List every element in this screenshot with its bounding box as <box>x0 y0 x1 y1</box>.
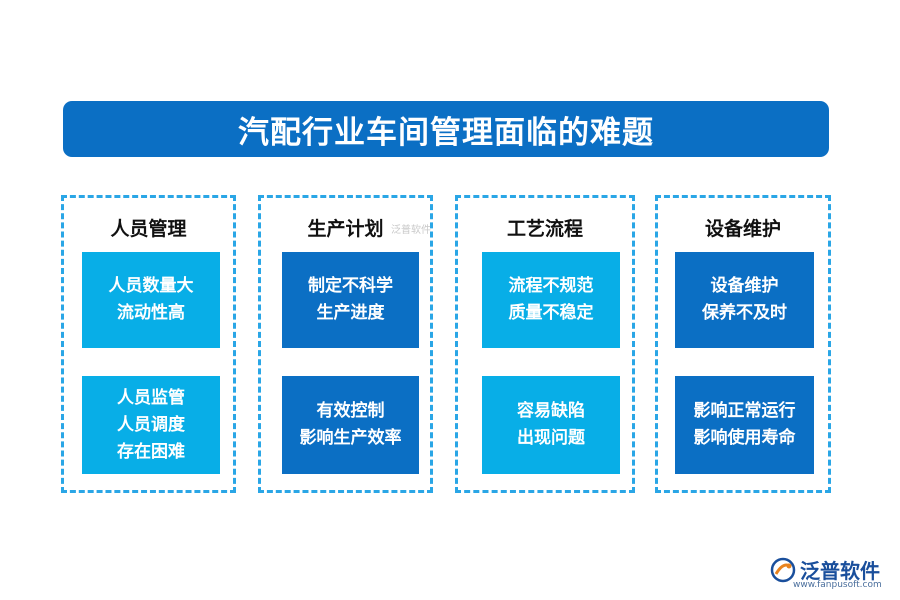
card-line: 出现问题 <box>517 428 585 448</box>
card-line: 流动性高 <box>117 303 185 323</box>
issue-card: 有效控制 影响生产效率 <box>282 376 419 474</box>
card-line: 影响正常运行 <box>693 401 796 421</box>
issue-card: 容易缺陷 出现问题 <box>482 376 620 474</box>
column-process-flow: 工艺流程 流程不规范 质量不稳定 容易缺陷 出现问题 <box>455 195 635 493</box>
card-line: 质量不稳定 <box>508 303 594 323</box>
column-title: 人员管理 <box>110 218 187 240</box>
watermark-text: 泛普软件 <box>391 225 431 236</box>
card-line: 影响使用寿命 <box>693 428 796 448</box>
brand-logo: 泛普软件 <box>770 555 880 584</box>
card-line: 人员数量大 <box>108 276 194 296</box>
issue-card: 人员监管 人员调度 存在困难 <box>82 376 220 474</box>
issue-card: 流程不规范 质量不稳定 <box>482 252 620 348</box>
card-line: 影响生产效率 <box>299 428 402 448</box>
page-title: 汽配行业车间管理面临的难题 <box>238 114 654 151</box>
issue-card: 设备维护 保养不及时 <box>675 252 814 348</box>
card-line: 保养不及时 <box>702 303 787 323</box>
card-line: 人员监管 <box>117 387 185 408</box>
card-line: 人员调度 <box>117 414 185 435</box>
column-title: 生产计划 <box>307 218 384 240</box>
card-line: 生产进度 <box>316 303 385 323</box>
logo-icon <box>770 557 796 582</box>
card-line: 容易缺陷 <box>517 401 585 421</box>
column-production-plan: 生产计划 制定不科学 生产进度 有效控制 影响生产效率 <box>258 195 433 493</box>
column-title: 设备维护 <box>704 218 781 240</box>
column-title: 工艺流程 <box>506 218 583 240</box>
column-personnel: 人员管理 人员数量大 流动性高 人员监管 人员调度 存在困难 <box>61 195 236 493</box>
card-line: 流程不规范 <box>508 276 594 296</box>
issue-card: 人员数量大 流动性高 <box>82 252 220 348</box>
issue-card: 影响正常运行 影响使用寿命 <box>675 376 814 474</box>
logo-url: www.fanpusoft.com <box>793 580 882 590</box>
card-line: 存在困难 <box>117 441 185 462</box>
title-banner: 汽配行业车间管理面临的难题 <box>63 101 829 157</box>
issue-card: 制定不科学 生产进度 <box>282 252 419 348</box>
card-line: 有效控制 <box>316 401 385 421</box>
column-equipment-maintenance: 设备维护 设备维护 保养不及时 影响正常运行 影响使用寿命 <box>655 195 831 493</box>
card-line: 设备维护 <box>710 276 779 296</box>
card-line: 制定不科学 <box>308 276 393 296</box>
logo-name: 泛普软件 <box>800 559 880 583</box>
